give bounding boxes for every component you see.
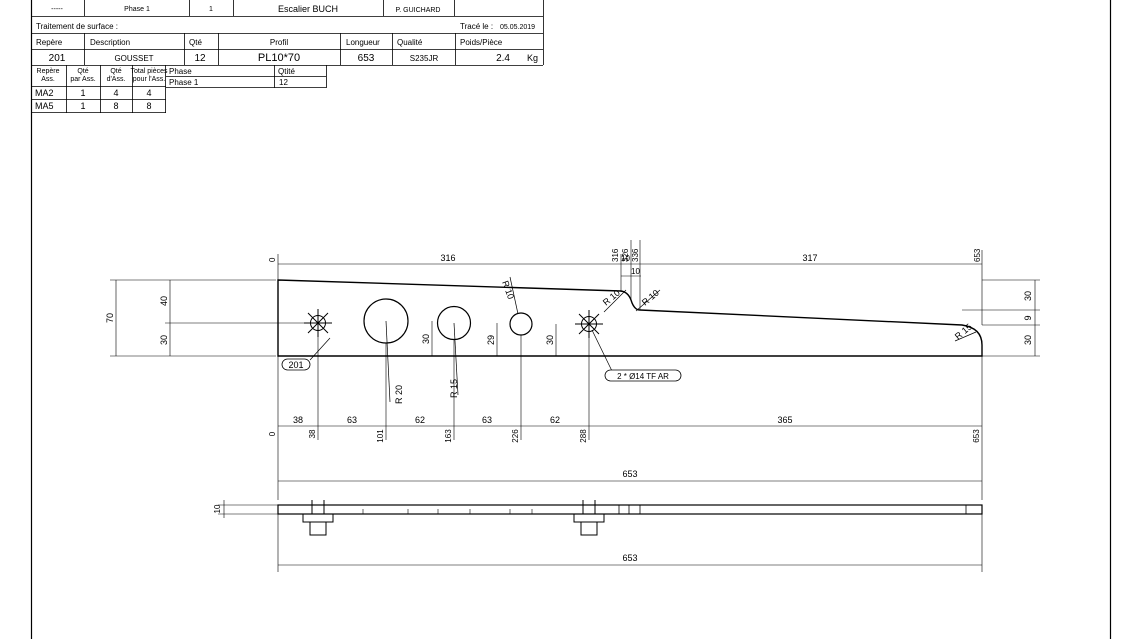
chain-dim: 365 [777, 415, 792, 425]
radius-label-r10-hole: R 10 [500, 279, 516, 300]
header-length: Longueur [346, 38, 380, 47]
chain-dim: 63 [347, 415, 357, 425]
hole-height-30: 30 [421, 334, 431, 344]
dim-317: 317 [802, 253, 817, 263]
drafter-name: P. GUICHARD [396, 7, 441, 14]
part-quality: S235JR [410, 54, 439, 63]
plate-outline [277, 279, 983, 357]
assembly-header-total: Total pièces [131, 68, 168, 75]
overall-length: 653 [622, 469, 637, 479]
bolt [302, 500, 334, 536]
ordinate-dim: 0 [268, 431, 277, 436]
dim-height-70: 70 [105, 313, 115, 323]
surface-treatment-label: Traitement de surface : [36, 22, 118, 31]
chain-dim: 62 [550, 415, 560, 425]
header-profile: Profil [270, 38, 288, 47]
traced-label: Tracé le : [460, 22, 493, 31]
assembly-row-mark: MA5 [35, 101, 54, 111]
assembly-header-repere-sub: Ass. [41, 76, 55, 83]
bolt-hole-symbol [575, 310, 603, 338]
assembly-row-qty-per: 1 [80, 88, 85, 98]
ordinate-326: 326 [621, 248, 630, 262]
ordinate-dim: 163 [444, 429, 453, 443]
dim-316: 316 [440, 253, 455, 263]
phase-qty: 12 [279, 78, 288, 87]
header-weight: Poids/Pièce [460, 38, 503, 47]
radius-label-r10-notch: R 10 [640, 288, 661, 308]
traced-date: 05.05.2019 [500, 24, 535, 31]
dim-zero-top: 0 [268, 257, 277, 262]
dim-height-40: 40 [159, 296, 169, 306]
hole-r15 [436, 305, 472, 341]
radius-label-r15-hole: R 15 [449, 379, 459, 398]
dim-right-9: 9 [1023, 315, 1033, 320]
assembly-row-mark: MA2 [35, 88, 54, 98]
ordinate-336: 336 [631, 248, 640, 262]
assembly-row-total: 8 [146, 101, 151, 111]
assembly-header-qty-ass: Qté [110, 68, 121, 75]
assembly-row-total: 4 [146, 88, 151, 98]
chain-dim: 62 [415, 415, 425, 425]
phase-qty-header: Qtité [278, 67, 295, 76]
project-name: Escalier BUCH [278, 4, 338, 14]
part-weight-unit: Kg [527, 53, 538, 63]
title-block [31, 0, 544, 66]
front-view [110, 240, 1040, 500]
ordinate-dim: 653 [972, 429, 981, 443]
part-tag-frame [281, 358, 311, 371]
assembly-row-qty-ass: 8 [113, 101, 118, 111]
assembly-row-qty-ass: 4 [113, 88, 118, 98]
bolt-hole-symbol [304, 309, 332, 337]
hole-r10 [509, 312, 533, 336]
title-cell-index: 1 [209, 6, 213, 13]
dim-right-30-bottom: 30 [1023, 335, 1033, 345]
title-cell-phase: Phase 1 [124, 6, 150, 13]
side-length: 653 [622, 553, 637, 563]
ordinate-316: 316 [611, 248, 620, 262]
dim-right-30-top: 30 [1023, 291, 1033, 301]
bolt [573, 500, 605, 536]
phase-name: Phase 1 [169, 78, 199, 87]
hole-height-29: 29 [486, 335, 496, 345]
hole-note-frame [604, 369, 682, 382]
header-repere: Repère [36, 38, 63, 47]
part-repere: 201 [49, 53, 66, 64]
part-weight: 2.4 [496, 53, 510, 64]
part-length: 653 [358, 53, 375, 64]
assembly-header-repere: Repère [37, 68, 60, 75]
header-qty: Qté [189, 38, 202, 47]
hole-height-30: 30 [545, 335, 555, 345]
assembly-header-qty-per-sub: par Ass. [70, 76, 95, 83]
chain-dim: 63 [482, 415, 492, 425]
part-profile: PL10*70 [258, 52, 300, 64]
ordinate-dim: 101 [376, 429, 385, 443]
part-tag: 201 [288, 360, 303, 370]
radius-label-r20: R 20 [394, 385, 404, 404]
part-description: GOUSSET [114, 54, 153, 63]
hole-note: 2 * Ø14 TF AR [617, 372, 669, 381]
chain-dim: 38 [293, 415, 303, 425]
assembly-table [31, 65, 166, 113]
dim-10-b: 10 [631, 267, 640, 276]
dim-10-a: 10 [621, 254, 630, 263]
dim-height-30: 30 [159, 335, 169, 345]
assembly-header-qty-per: Qté [77, 68, 88, 75]
side-view [218, 500, 983, 572]
plate-edge [277, 504, 983, 515]
ordinate-dim: 288 [579, 429, 588, 443]
title-cell-1: ----- [51, 6, 63, 13]
assembly-header-qty-ass-sub: d'Ass. [107, 76, 126, 83]
phase-table [166, 65, 327, 88]
phase-header: Phase [169, 67, 192, 76]
ordinate-653: 653 [973, 248, 982, 262]
ordinate-dim: 38 [308, 429, 317, 438]
header-description: Description [90, 38, 130, 47]
assembly-header-total-sub: pour l'Ass. [133, 76, 166, 83]
part-qty: 12 [194, 53, 206, 64]
side-thickness: 10 [213, 504, 222, 513]
ordinate-dim: 226 [511, 429, 520, 443]
assembly-row-qty-per: 1 [80, 101, 85, 111]
header-quality: Qualité [397, 38, 423, 47]
